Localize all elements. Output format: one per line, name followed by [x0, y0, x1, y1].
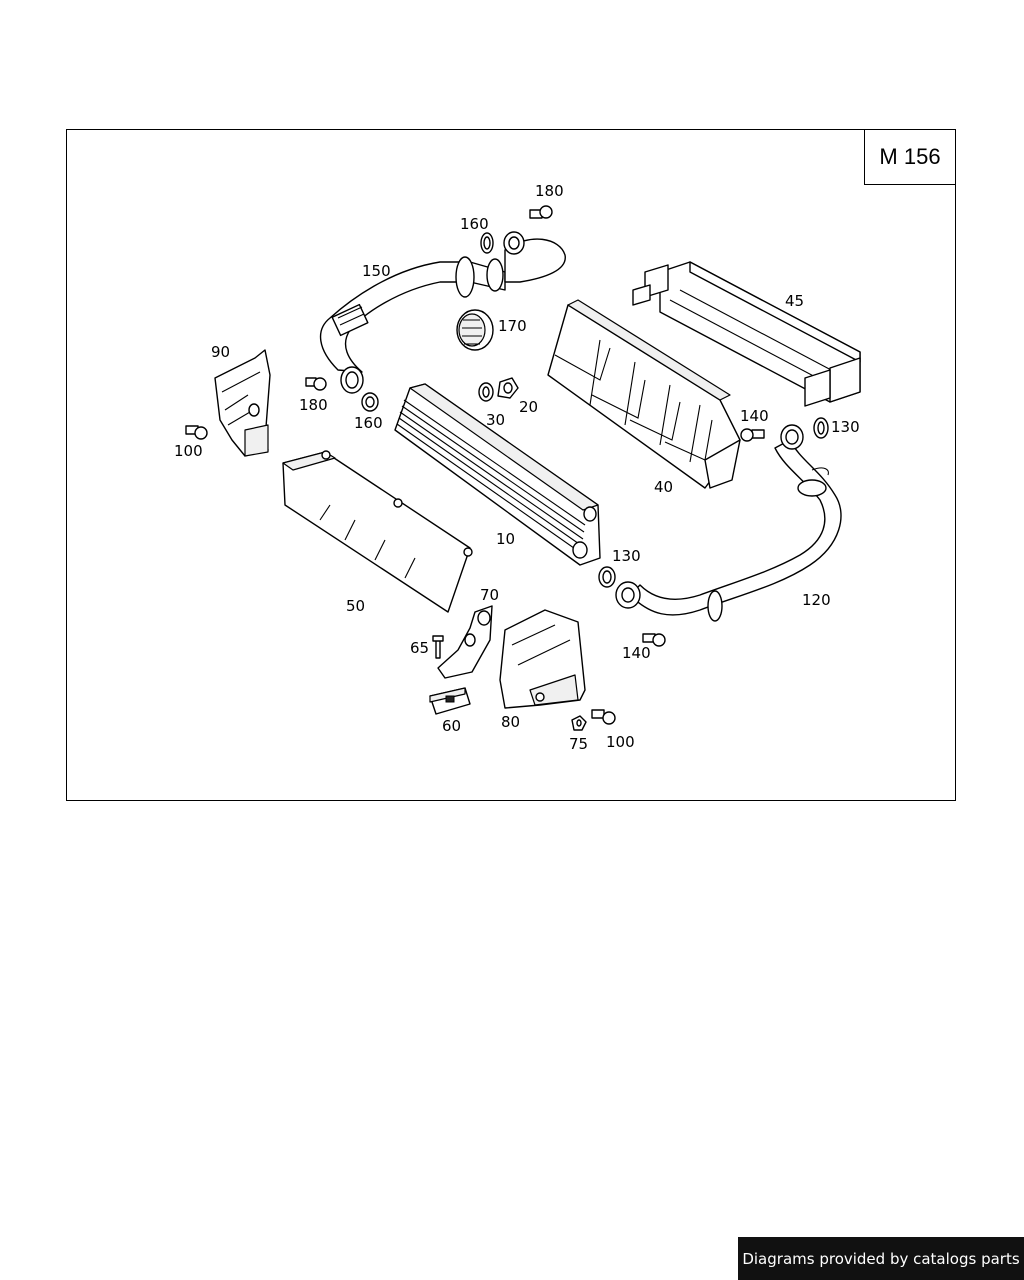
part-150-upper-hose	[319, 231, 566, 394]
part-20-nut	[497, 377, 519, 399]
callout-40: 40	[654, 478, 673, 496]
callout-90: 90	[211, 343, 230, 361]
callout-160-left: 160	[354, 414, 383, 432]
part-45-rail	[632, 261, 861, 407]
callout-60: 60	[442, 717, 461, 735]
callout-45: 45	[785, 292, 804, 310]
part-180-bolt-left	[305, 377, 327, 391]
model-code-label: M 156	[864, 129, 956, 185]
callout-180-top: 180	[535, 182, 564, 200]
part-160-seal-left	[361, 392, 379, 412]
part-130-seal-lower	[598, 566, 616, 588]
part-130-seal-right	[813, 417, 829, 439]
callout-130-right: 130	[831, 418, 860, 436]
callout-100-lower: 100	[606, 733, 635, 751]
credit-banner: Diagrams provided by catalogs parts	[738, 1237, 1024, 1280]
callout-160-top: 160	[460, 215, 489, 233]
part-40-air-duct	[547, 299, 741, 489]
part-50-lower-duct	[282, 450, 473, 613]
part-140-bolt-right	[740, 428, 765, 442]
part-170-clamp	[456, 309, 494, 351]
part-65-bolt	[432, 635, 444, 659]
part-80-bracket-right	[499, 609, 586, 709]
callout-65: 65	[410, 639, 429, 657]
part-75-nut	[571, 715, 587, 731]
callout-30: 30	[486, 411, 505, 429]
part-70-bracket	[437, 605, 493, 679]
part-120-lower-pipe	[615, 424, 842, 622]
part-60-mount	[429, 687, 471, 715]
callout-170: 170	[498, 317, 527, 335]
part-140-bolt-lower	[642, 633, 666, 647]
part-160-seal-top	[480, 232, 494, 254]
callout-100-left: 100	[174, 442, 203, 460]
part-180-bolt-top	[529, 205, 553, 219]
callout-180-left: 180	[299, 396, 328, 414]
callout-75: 75	[569, 735, 588, 753]
callout-70: 70	[480, 586, 499, 604]
callout-150: 150	[362, 262, 391, 280]
callout-50: 50	[346, 597, 365, 615]
part-10-cooler	[394, 383, 601, 566]
part-100-bolt-lower	[591, 709, 616, 725]
part-100-bolt-left	[185, 425, 208, 440]
part-30-washer	[478, 382, 494, 402]
part-90-bracket-left	[214, 349, 271, 457]
callout-20: 20	[519, 398, 538, 416]
callout-130-lower: 130	[612, 547, 641, 565]
callout-140-lower: 140	[622, 644, 651, 662]
callout-120: 120	[802, 591, 831, 609]
callout-140-right: 140	[740, 407, 769, 425]
callout-80: 80	[501, 713, 520, 731]
callout-10: 10	[496, 530, 515, 548]
